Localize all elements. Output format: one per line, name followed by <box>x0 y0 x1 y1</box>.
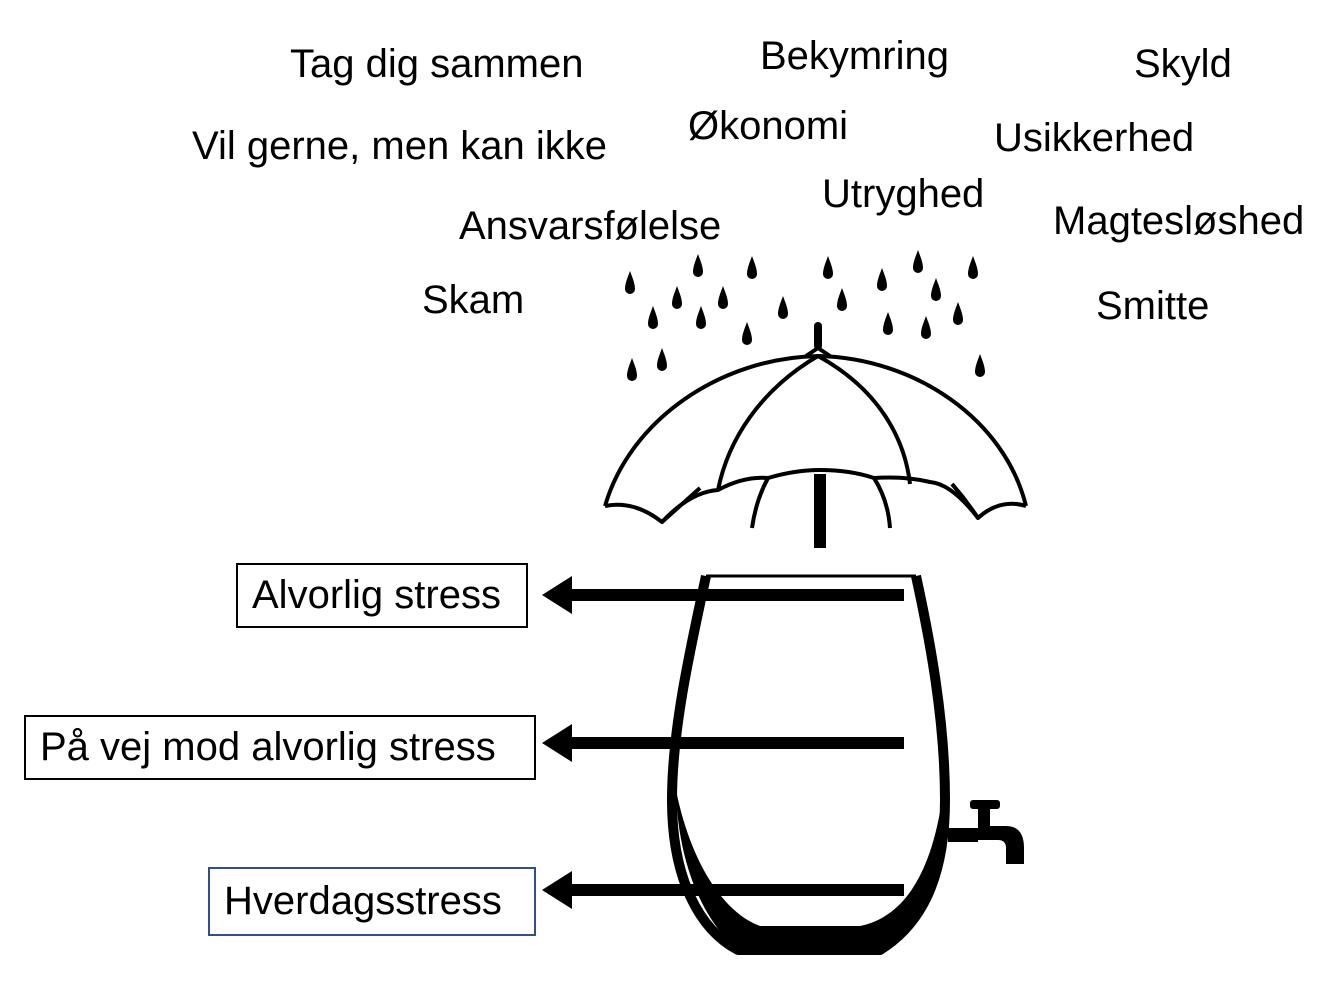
arrow-left-icon <box>542 576 904 909</box>
stress-level-severe-label: Alvorlig stress <box>252 573 501 617</box>
worry-label-tag-dig-sammen: Tag dig sammen <box>290 42 584 86</box>
umbrella-icon <box>603 322 1028 548</box>
worry-label-smitte: Smitte <box>1096 284 1210 328</box>
worry-label-magteslshed: Magtesløshed <box>1053 199 1305 243</box>
stress-level-toward-severe-label: På vej mod alvorlig stress <box>40 725 496 769</box>
raindrop-icon <box>625 250 985 381</box>
worry-label-skyld: Skyld <box>1134 42 1232 86</box>
worry-label-usikkerhed: Usikkerhed <box>994 116 1195 160</box>
worry-label-bekymring: Bekymring <box>760 34 949 78</box>
barrel-icon <box>667 574 950 955</box>
worry-label-vil-gerne: Vil gerne, men kan ikke <box>192 124 608 168</box>
stress-level-everyday-label: Hverdagsstress <box>224 879 502 923</box>
worry-label-ansvarsfolelse: Ansvarsfølelse <box>459 204 722 248</box>
stress-level-toward-severe: På vej mod alvorlig stress <box>24 715 536 780</box>
worry-label-utryghed: Utryghed <box>822 172 985 216</box>
worry-label-skam: Skam <box>422 278 525 322</box>
stress-level-severe: Alvorlig stress <box>236 563 528 628</box>
tap-icon <box>948 800 1024 864</box>
stress-level-everyday: Hverdagsstress <box>208 867 536 936</box>
worry-label-okonomi: Økonomi <box>688 104 849 148</box>
